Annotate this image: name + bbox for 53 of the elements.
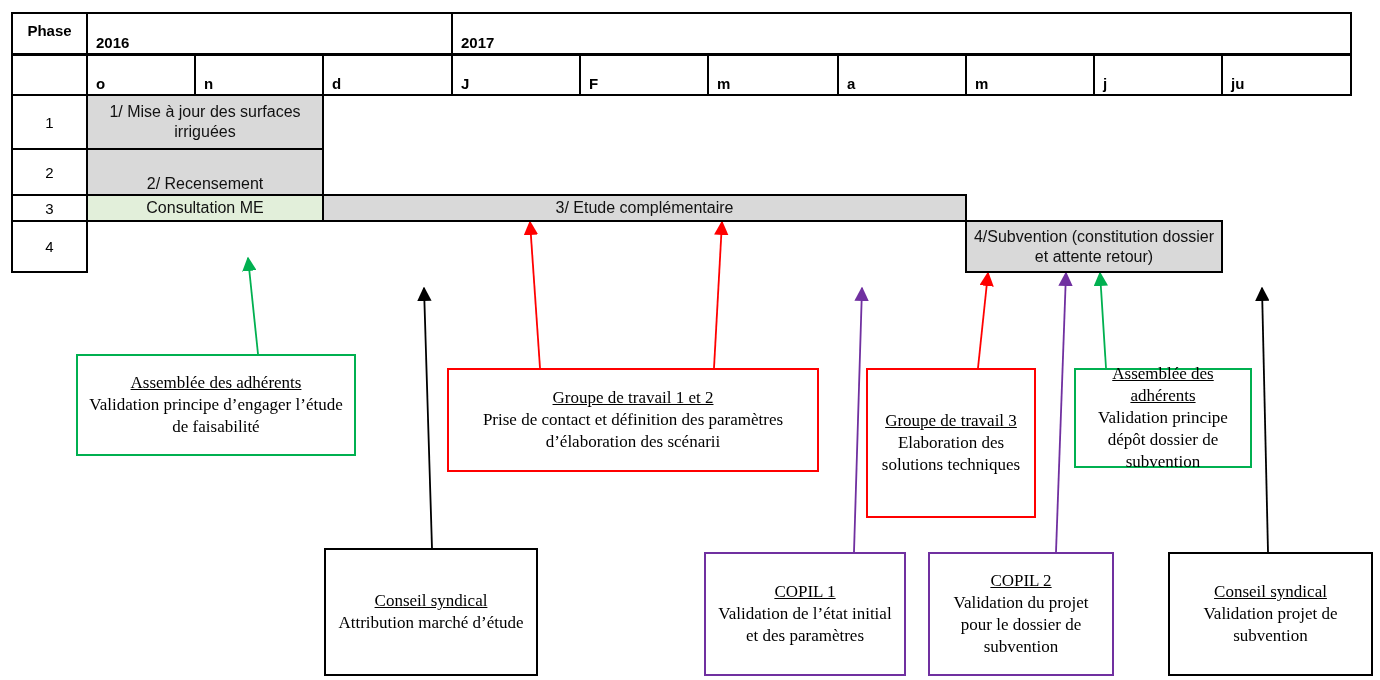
callout-box bbox=[76, 354, 356, 456]
task-bar bbox=[86, 148, 324, 196]
callout-box bbox=[1074, 368, 1252, 468]
arrow bbox=[417, 286, 433, 549]
header-cell: F bbox=[579, 54, 709, 96]
task-bar bbox=[86, 194, 324, 222]
callout-text: Validation de l’état initial et des paramètres bbox=[717, 602, 893, 648]
arrow bbox=[1055, 271, 1073, 553]
callout-heading: Conseil syndical bbox=[374, 589, 488, 612]
task-label: 4/Subvention (constitution dossier et attente retour) bbox=[973, 226, 1215, 267]
task-label: 1/ Mise à jour des surfaces irriguées bbox=[108, 102, 302, 142]
phase-cell: 4 bbox=[11, 220, 88, 273]
arrow bbox=[853, 286, 869, 553]
callout-text: Validation du projet pour le dossier de subvention bbox=[952, 591, 1090, 659]
header-cell: m bbox=[707, 54, 839, 96]
callout-text: Elaboration des solutions techniques bbox=[880, 431, 1022, 477]
header-cell: 2017 bbox=[451, 12, 1352, 55]
callout-text: Prise de contact et définition des paramètres d’élaboration des scénarii bbox=[481, 408, 785, 454]
callout-heading: Assemblée des adhérents bbox=[130, 371, 302, 394]
callout-heading: COPIL 1 bbox=[774, 580, 836, 603]
callout-heading: Groupe de travail 1 et 2 bbox=[552, 386, 714, 409]
callout-box bbox=[866, 368, 1036, 518]
callout-box bbox=[704, 552, 906, 676]
callout-heading: COPIL 2 bbox=[990, 569, 1052, 592]
callout-box bbox=[928, 552, 1114, 676]
header-cell: a bbox=[837, 54, 967, 96]
callout-text: Attribution marché d’étude bbox=[338, 612, 524, 634]
header-cell: Phase bbox=[11, 12, 88, 55]
task-bar bbox=[86, 94, 324, 150]
arrow bbox=[713, 220, 729, 369]
arrow bbox=[242, 256, 259, 355]
task-label: 3/ Etude complémentaire bbox=[555, 198, 734, 218]
arrow bbox=[977, 271, 994, 369]
task-bar bbox=[965, 220, 1223, 273]
callout-text: Validation projet de subvention bbox=[1202, 602, 1339, 648]
header-cell: j bbox=[1093, 54, 1223, 96]
arrow bbox=[1093, 271, 1108, 369]
header-cell: m bbox=[965, 54, 1095, 96]
callout-text: Validation principe d’engager l’étude de faisabilité bbox=[88, 393, 344, 439]
arrow bbox=[1255, 286, 1270, 553]
header-cell: 2016 bbox=[86, 12, 453, 55]
callout-heading: Groupe de travail 3 bbox=[885, 409, 1017, 432]
callout-heading: Conseil syndical bbox=[1214, 580, 1327, 603]
callout-box bbox=[324, 548, 538, 676]
callout-box bbox=[447, 368, 819, 472]
task-bar bbox=[322, 194, 967, 222]
task-label: 2/ Recensement bbox=[146, 174, 264, 194]
header-cell: J bbox=[451, 54, 581, 96]
arrow bbox=[523, 220, 541, 369]
task-label: Consultation ME bbox=[146, 198, 264, 218]
header-cell: ju bbox=[1221, 54, 1352, 96]
callout-box bbox=[1168, 552, 1373, 676]
header-cell: d bbox=[322, 54, 453, 96]
